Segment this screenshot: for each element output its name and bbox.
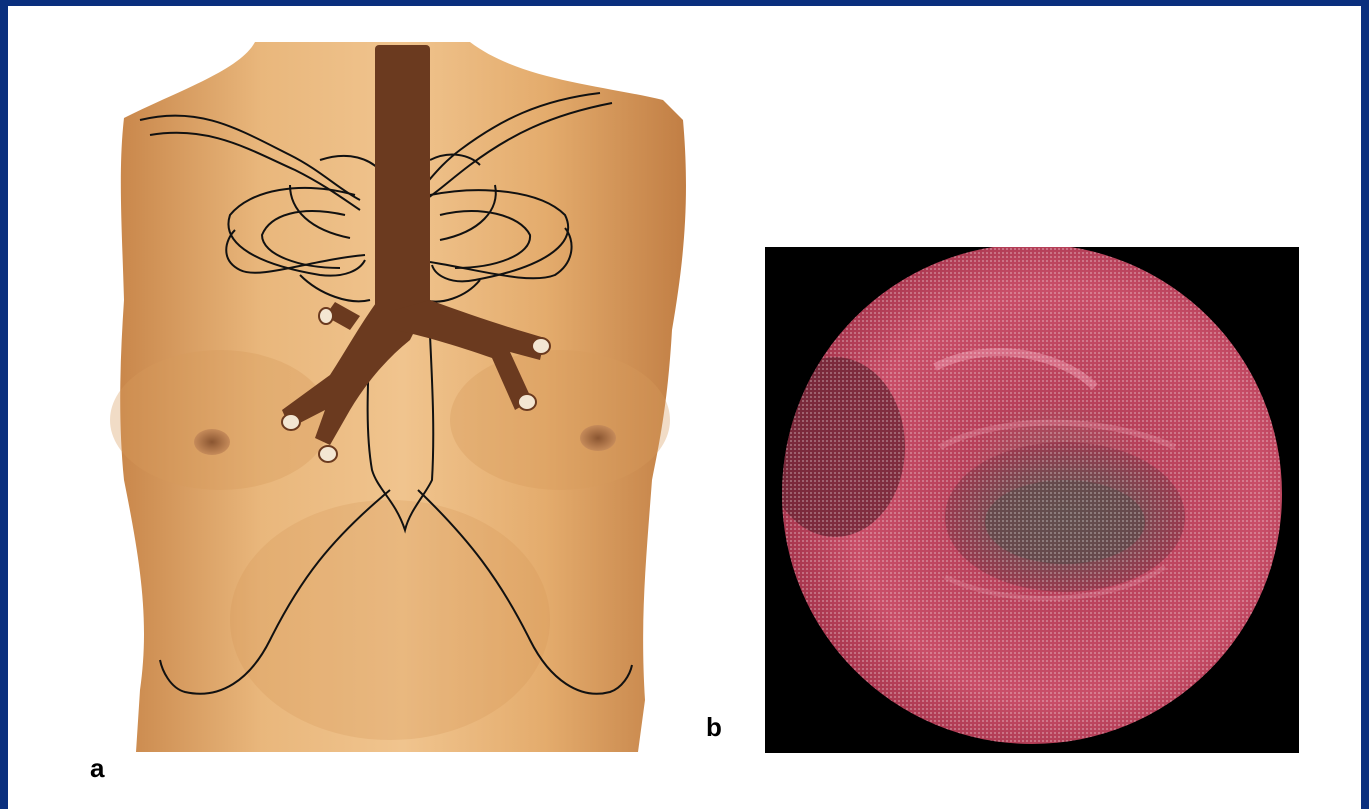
- nipple-right: [580, 425, 616, 451]
- bronchoscopy-image: [765, 247, 1299, 753]
- trachea: [375, 45, 430, 310]
- nipple-left: [194, 429, 230, 455]
- panel-label-b: b: [706, 714, 722, 740]
- panel-label-a: a: [90, 755, 104, 781]
- bronchoscopy-panel: [765, 247, 1299, 753]
